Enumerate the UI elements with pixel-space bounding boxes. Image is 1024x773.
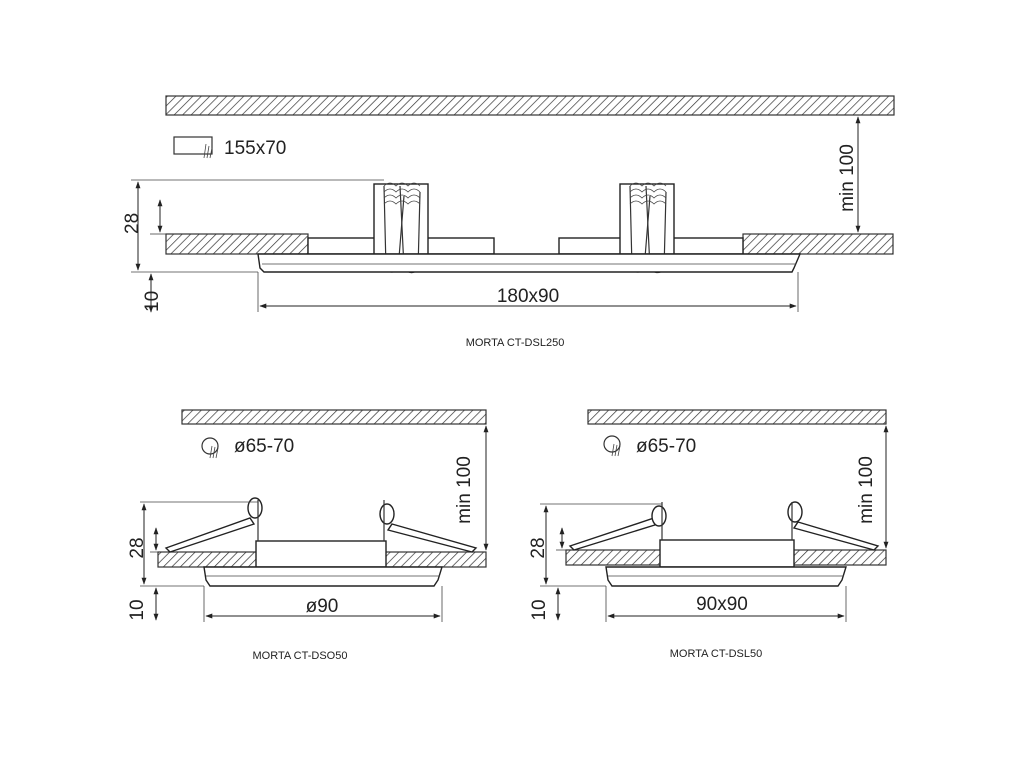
rim-label-br: 10 bbox=[529, 599, 550, 620]
upper-slab bbox=[165, 95, 895, 116]
clip-arm-bl-right bbox=[386, 523, 478, 553]
caption-top: MORTA CT-DSL250 bbox=[466, 337, 565, 349]
ceiling-board-left bbox=[165, 233, 309, 255]
trim-br bbox=[605, 566, 847, 587]
clearance-label-top: min 100 bbox=[837, 144, 858, 212]
height-label-top: 28 bbox=[122, 213, 143, 234]
cutout-label-br: ø65-70 bbox=[636, 436, 696, 457]
width-label-top: 180x90 bbox=[497, 286, 559, 307]
rectangular-cutout-icon bbox=[173, 136, 213, 159]
clip-arm-br-right bbox=[792, 521, 880, 551]
cutout-label-top: 155x70 bbox=[224, 138, 286, 159]
clip-arm-br-left bbox=[568, 517, 660, 551]
height-label-bl: 28 bbox=[127, 537, 148, 558]
trim-rim bbox=[257, 253, 802, 273]
caption-bl: MORTA CT-DSO50 bbox=[253, 650, 348, 662]
height-label-br: 28 bbox=[528, 537, 549, 558]
upper-slab-left bbox=[181, 409, 487, 425]
trim-bl bbox=[203, 566, 443, 587]
cutout-label-bl: ø65-70 bbox=[234, 436, 294, 457]
caption-br: MORTA CT-DSL50 bbox=[670, 648, 763, 660]
width-label-bl: ø90 bbox=[306, 596, 339, 617]
clearance-label-bl: min 100 bbox=[454, 456, 475, 524]
rim-label-top: 10 bbox=[142, 291, 163, 312]
upper-slab-right bbox=[587, 409, 887, 425]
clearance-label-br: min 100 bbox=[856, 456, 877, 524]
round-cutout-icon bbox=[201, 437, 219, 459]
round-cutout-icon bbox=[603, 435, 621, 457]
housing-br bbox=[659, 539, 795, 568]
width-label-br: 90x90 bbox=[696, 594, 748, 615]
clip-arm-bl-left bbox=[164, 517, 256, 553]
diagram-bottom-left: 28 10 ø90 min 100 ø65-70 MORTA CT-DSO50 bbox=[127, 409, 489, 662]
ceiling-board-right bbox=[742, 233, 894, 255]
rim-label-bl: 10 bbox=[127, 599, 148, 620]
diagram-bottom-right: 28 10 90x90 min 100 ø65-70 MORTA CT-DSL5… bbox=[528, 409, 889, 660]
housing-bl bbox=[255, 540, 387, 568]
diagram-top: 28 10 180x90 min 100 155x70 MORTA CT-DSL… bbox=[122, 95, 895, 349]
